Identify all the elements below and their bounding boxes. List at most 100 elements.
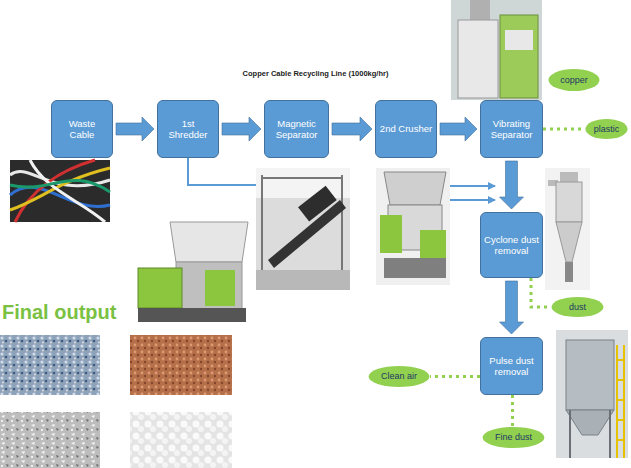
process-box: Vibrating Separator <box>480 100 543 158</box>
photo-ground <box>376 168 450 285</box>
floor <box>256 270 350 290</box>
machine-panel <box>205 270 235 306</box>
machine-base <box>138 308 246 322</box>
node-text: 2nd Crusher <box>380 123 432 134</box>
output-photo <box>130 335 232 395</box>
oval-outline <box>552 297 604 317</box>
node-label: plastic <box>594 124 620 134</box>
node-label: Magnetic Separator <box>268 118 325 141</box>
process-box: Pulse dust removal <box>480 337 543 395</box>
wire <box>10 168 110 210</box>
wall <box>256 168 350 198</box>
node-text: Cyclone dust removal <box>484 234 539 257</box>
ladder <box>617 345 624 458</box>
node-text: Pulse dust removal <box>484 355 539 378</box>
wire <box>15 160 95 222</box>
motor-housing <box>138 268 182 308</box>
cyclone-photo <box>545 168 590 290</box>
oval-outline <box>585 119 627 139</box>
node-label: dust <box>569 302 586 312</box>
frame <box>262 175 342 285</box>
node-label: 2nd Crusher <box>380 123 432 134</box>
output-oval: plastic <box>585 118 628 140</box>
oval-outline <box>369 366 430 387</box>
output-oval: copper <box>548 68 600 92</box>
photo-ground <box>556 330 628 458</box>
cable-photo <box>10 160 110 222</box>
dotted-connector <box>430 375 480 378</box>
hopper <box>384 172 446 205</box>
arrow-shape <box>500 161 524 209</box>
hopper <box>170 222 248 262</box>
cabinet-panel <box>505 30 533 50</box>
pulse-collector-photo <box>556 330 628 458</box>
machine-body <box>176 262 242 312</box>
oval-outline <box>483 427 545 448</box>
output-photo <box>0 412 100 468</box>
wire <box>30 160 105 222</box>
pipe <box>560 172 578 182</box>
oval-outline <box>549 69 600 91</box>
diagram-title: Copper Cable Recycling Line (1000kg/hr) <box>180 69 451 78</box>
flow-arrow <box>116 117 154 141</box>
machine-base <box>384 258 446 278</box>
node-label: Clean air <box>381 371 417 381</box>
section-heading: Final output <box>2 301 116 324</box>
process-box: Waste Cable <box>51 100 113 158</box>
node-text: plastic <box>594 124 620 134</box>
cabinet <box>458 20 498 98</box>
crusher-machine <box>376 168 450 285</box>
cyclone-cone <box>556 222 582 262</box>
node-text: Magnetic Separator <box>268 118 325 141</box>
process-box: 2nd Crusher <box>375 100 437 158</box>
photo-ground <box>10 160 110 222</box>
dotted-connector <box>531 278 551 307</box>
collector-body <box>566 340 614 410</box>
dotted-connector <box>543 128 585 131</box>
node-text: dust <box>569 302 586 312</box>
process-box: Magnetic Separator <box>264 100 329 158</box>
node-label: 1st Shredder <box>161 118 215 141</box>
process-box: 1st Shredder <box>157 100 219 158</box>
flow-arrow <box>440 117 477 141</box>
shredder-machine <box>138 222 248 322</box>
cyclone-body <box>556 182 582 222</box>
node-text: Clean air <box>381 371 417 381</box>
node-label: Pulse dust removal <box>484 355 539 378</box>
arrow-shape <box>222 117 261 141</box>
photo-ground <box>451 0 542 100</box>
flow-arrow <box>500 281 524 334</box>
output-oval: Fine dust <box>482 426 545 449</box>
photo-ground <box>545 168 590 290</box>
flow-arrow <box>332 117 372 141</box>
flow-arrow <box>500 161 524 209</box>
output-photo <box>130 412 232 468</box>
feed-line <box>188 158 256 185</box>
photo-ground <box>256 168 350 290</box>
cabinet <box>500 15 538 98</box>
output-oval: Clean air <box>368 365 430 388</box>
node-text: Fine dust <box>495 432 532 442</box>
machine-panel <box>380 215 402 253</box>
node-label: copper <box>560 75 588 85</box>
flow-arrow <box>222 117 261 141</box>
node-label: Waste Cable <box>55 118 109 141</box>
node-text: copper <box>560 75 588 85</box>
machine-panel <box>420 230 446 258</box>
flow-arrow <box>450 199 495 201</box>
collector-hopper <box>566 410 614 435</box>
flow-arrow <box>450 185 495 187</box>
outlet <box>565 262 573 282</box>
arrow-shape <box>332 117 372 141</box>
copper-separator-photo <box>451 0 542 100</box>
node-label: Vibrating Separator <box>484 118 539 141</box>
wire <box>10 180 110 192</box>
arrow-shape <box>440 117 477 141</box>
node-text: Vibrating Separator <box>484 118 539 141</box>
arrow-shape <box>500 281 524 334</box>
node-text: 1st Shredder <box>161 118 215 141</box>
node-text: Waste Cable <box>55 118 109 141</box>
output-photo <box>0 335 100 395</box>
node-label: Cyclone dust removal <box>484 234 539 257</box>
